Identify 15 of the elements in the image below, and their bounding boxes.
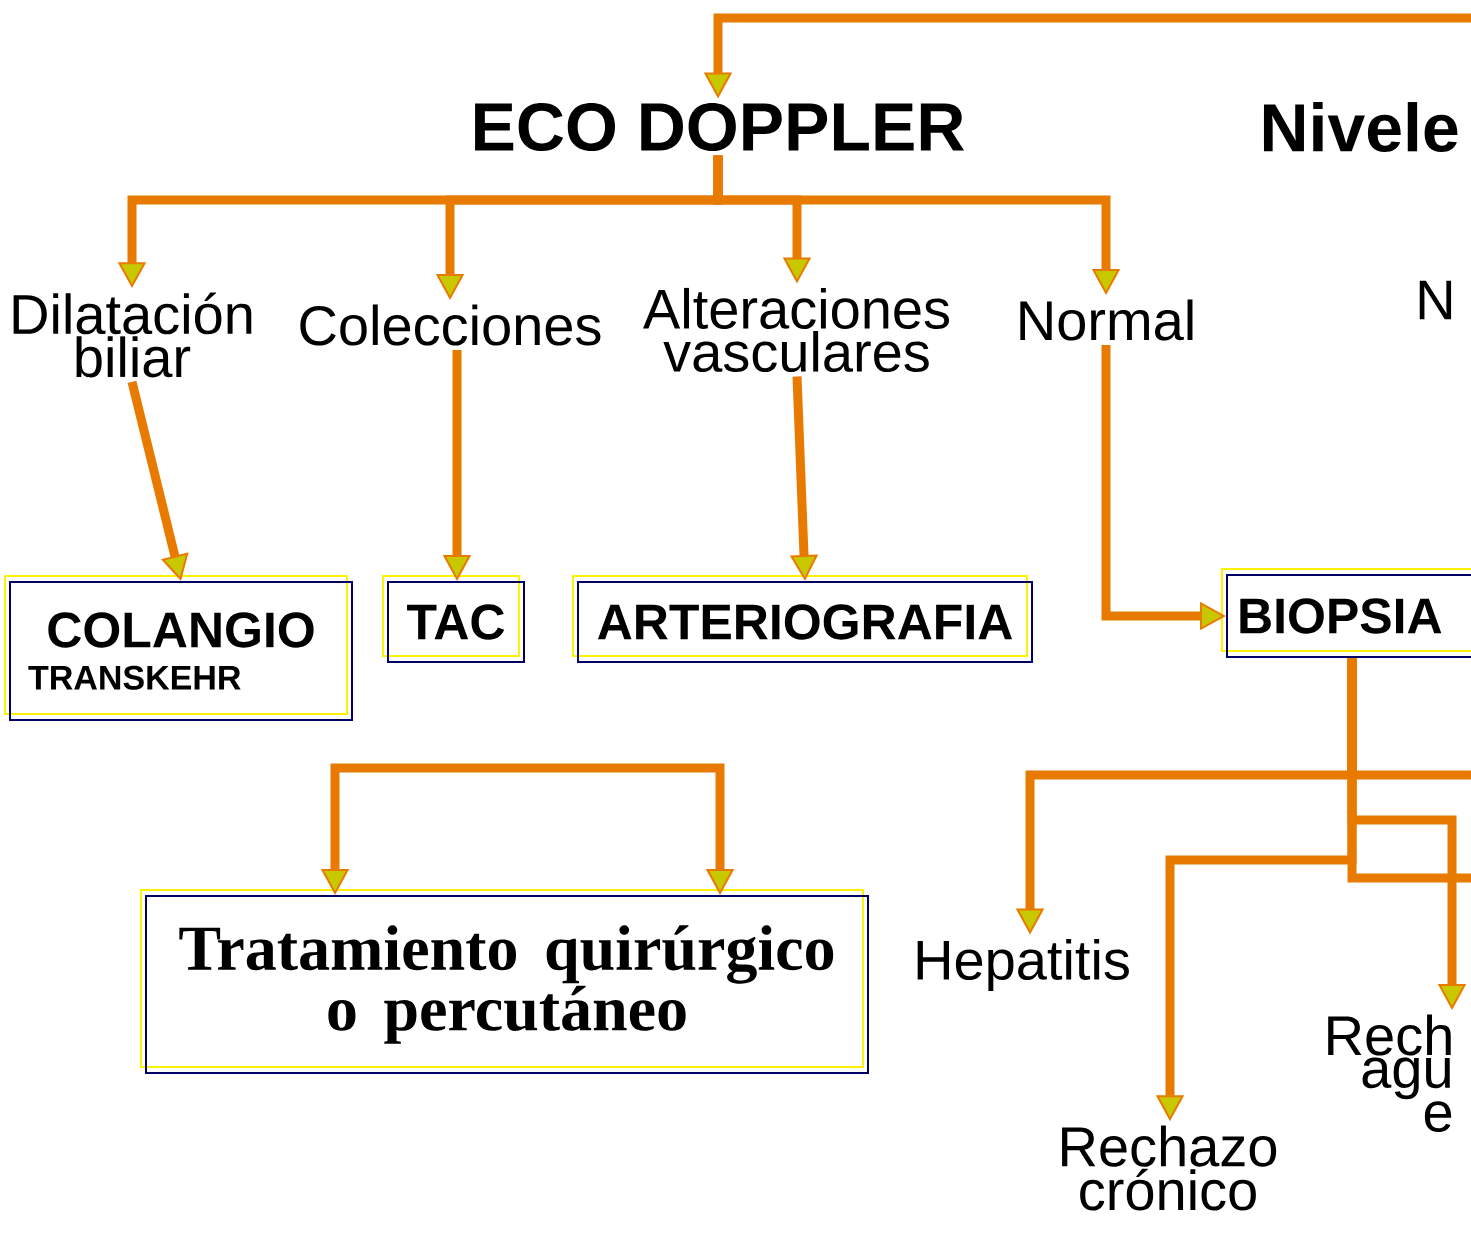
heading: ECO DOPPLER <box>475 102 965 152</box>
node-text: Hepatitis <box>917 938 1129 992</box>
node-text: Normal <box>1020 299 1193 341</box>
process-box: BIOPSIA <box>1221 568 1471 658</box>
process-box: Tratamiento quirúrgico o percutáneo <box>140 889 869 1074</box>
label-text: Nivele <box>1263 102 1458 152</box>
node-text: Colecciones <box>300 304 601 346</box>
process-box: TAC <box>382 575 525 663</box>
node-text: Rech agu e <box>1328 1014 1452 1132</box>
node-text: Rechazo crónico <box>1062 1125 1277 1211</box>
process-box: COLANGIO TRANSKEHR <box>4 575 353 721</box>
node-text: Alteraciones vasculares <box>643 287 949 373</box>
node-text: Dilatación biliar <box>13 292 252 378</box>
label-text: N <box>1419 280 1452 320</box>
process-box: ARTERIOGRAFIA <box>572 575 1033 663</box>
